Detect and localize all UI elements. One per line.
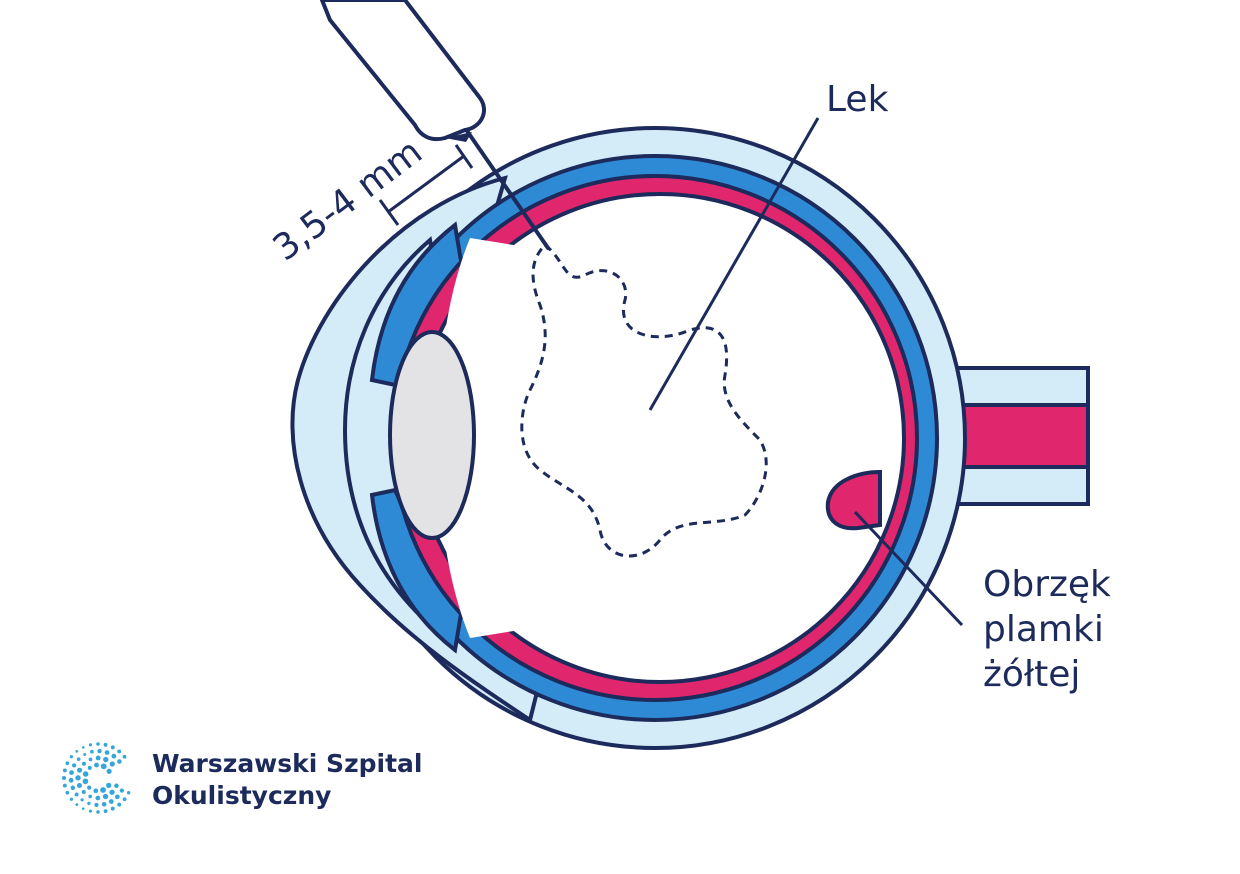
logo-dot [103,756,109,763]
logo-dot [81,807,85,810]
logo-dot [100,787,106,793]
logo-dot [83,753,87,756]
logo-dot [109,789,115,795]
logo-dot [87,765,92,770]
logo-dot [68,777,74,783]
logo-dot [111,753,117,759]
logo-dot [103,809,108,814]
logo-dot [88,757,93,762]
logo-dot [80,798,84,802]
logo-dot [88,794,93,799]
logo-dot [75,775,81,781]
logo-dot [97,748,102,754]
edema-label-line3: żółtej [983,654,1080,695]
logo-line-1: Warszawski Szpital [152,749,423,778]
logo-dot [119,788,124,793]
logo-dot [90,749,94,754]
edema-label-line2: plamki [983,609,1104,650]
logo-dot [65,761,70,766]
logo-dot [109,761,115,767]
logo-dot [114,783,119,789]
logo-dot [103,742,108,747]
logo-dot [102,793,109,800]
logo-dot [122,754,127,759]
logo-dot [117,802,122,807]
logo-dot [81,789,86,795]
logo-dot [76,782,82,789]
logo-dot [96,742,100,746]
logo-dot [75,750,79,753]
logo-dot [95,755,101,761]
logo-dot [108,799,114,804]
logo-dot [69,755,74,759]
logo-dot [69,797,74,801]
logo-dot [88,809,92,813]
logo-dot [101,801,107,807]
drug-cloud [520,243,768,558]
logo-dot [106,782,112,788]
logo-dot [81,761,86,766]
logo-dot [126,791,131,795]
logo-dot [96,810,100,814]
logo-dot [117,749,122,754]
logo-dot [106,768,112,774]
logo-dot [93,788,99,794]
lens [388,330,476,540]
edema-leader-line [853,510,964,627]
logo-dot [122,797,127,802]
logo-dot [65,790,70,795]
distance-bracket [378,144,474,226]
logo-dot [71,763,77,768]
logo-dot [117,759,122,764]
logo-dot [74,792,79,797]
macular-edema-bump [825,469,882,531]
logo-dot [62,768,67,773]
logo-dot [69,770,74,775]
logo-dot [62,783,67,788]
logo-dot [94,762,99,768]
logo-dot [76,757,81,762]
logo-dot [87,785,92,790]
logo-line-2: Okulistyczny [152,781,332,810]
drug-label: Lek [826,79,889,120]
logo-dot [110,806,115,811]
drug-leader-line [648,117,820,411]
logo-dot [82,778,89,785]
logo-dot [75,803,79,806]
logo-dot [95,795,101,801]
logo-dot [100,763,107,770]
logo-dot [82,771,89,777]
hospital-logo-text: Warszawski Szpital Okulistyczny [152,748,422,812]
logo-dot [88,743,92,747]
logo-dot [104,750,110,755]
logo-dot [70,785,76,791]
hospital-logo-icon [62,742,131,814]
edema-label-line1: Obrzęk [983,564,1111,605]
syringe [320,0,550,250]
logo-dot [87,801,91,806]
logo-dot [81,746,85,749]
vitreous-front [438,238,520,638]
logo-dot [115,794,120,800]
logo-dot [77,767,83,773]
logo-dot [110,745,115,750]
logo-dot [94,802,99,808]
logo-dot [62,776,66,780]
